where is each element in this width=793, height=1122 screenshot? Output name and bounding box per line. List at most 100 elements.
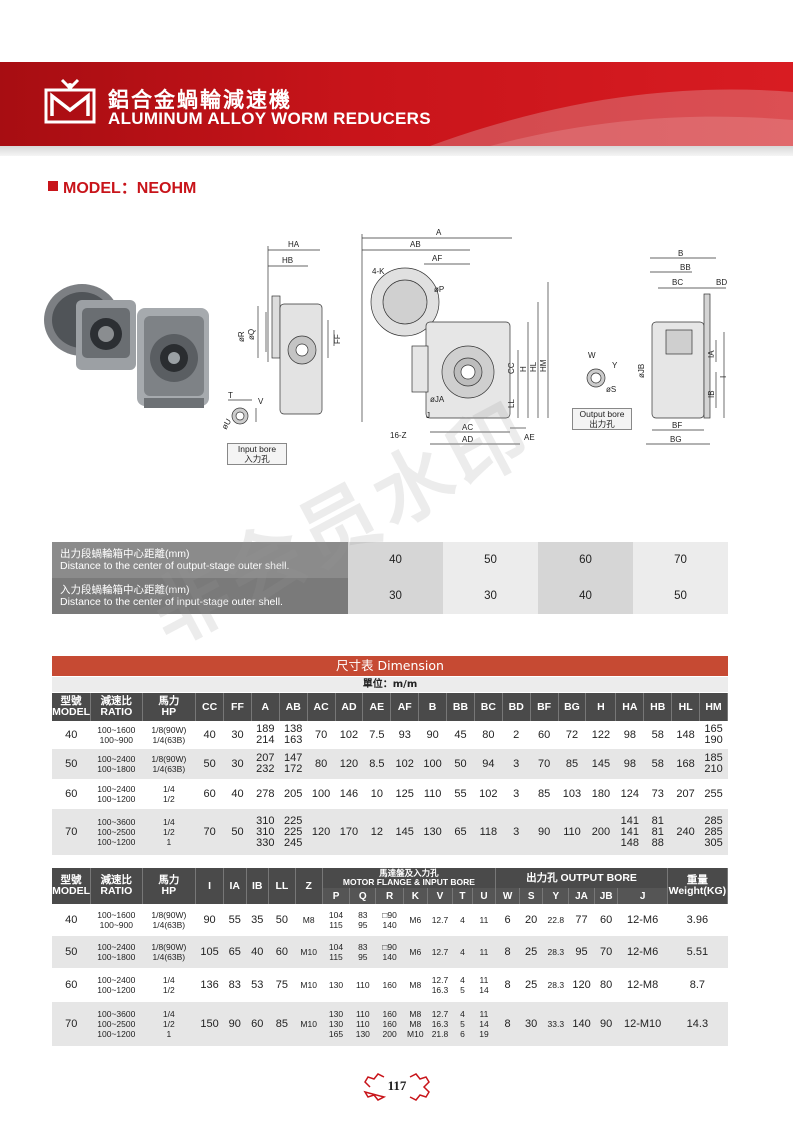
svg-text:B: B bbox=[678, 249, 683, 258]
cell: 8 bbox=[495, 968, 520, 1002]
cell: 146 bbox=[335, 779, 363, 809]
cell: 28.3 bbox=[542, 936, 569, 968]
svg-text:HM: HM bbox=[539, 359, 548, 372]
cell-weight: 3.96 bbox=[667, 904, 728, 936]
cell-model: 60 bbox=[52, 968, 91, 1002]
cell: 136 bbox=[195, 968, 224, 1002]
svg-text:4-K: 4-K bbox=[372, 267, 385, 276]
cell: 30 bbox=[519, 1002, 543, 1046]
col-header: AE bbox=[362, 693, 392, 721]
cell: 94 bbox=[474, 749, 503, 779]
cell: 50 bbox=[195, 749, 224, 779]
cell: 98 bbox=[615, 749, 644, 779]
cell: 110 bbox=[418, 779, 447, 809]
svg-text:IA: IA bbox=[707, 350, 716, 358]
cell-model: 70 bbox=[52, 809, 91, 855]
svg-text:AE: AE bbox=[524, 433, 535, 442]
cell: 45 bbox=[446, 721, 475, 749]
cell: 50 bbox=[223, 809, 252, 855]
svg-text:øR: øR bbox=[237, 331, 246, 342]
col-header: J bbox=[617, 888, 668, 904]
cell: 8 bbox=[495, 1002, 520, 1046]
cell: 145 bbox=[585, 749, 616, 779]
col-header: JB bbox=[594, 888, 619, 904]
cell: 102 bbox=[335, 721, 363, 749]
svg-text:HB: HB bbox=[282, 256, 293, 265]
bullet-square-icon bbox=[48, 181, 58, 191]
cell: 90 bbox=[594, 1002, 618, 1046]
col-header: HA bbox=[615, 693, 645, 721]
svg-text:AC: AC bbox=[462, 423, 473, 432]
cell: 80 bbox=[594, 968, 618, 1002]
col-header: Q bbox=[349, 888, 377, 904]
col-header: IB bbox=[246, 868, 269, 904]
col-header: IA bbox=[223, 868, 247, 904]
cell: 90 bbox=[195, 904, 224, 936]
product-photo bbox=[44, 284, 209, 408]
cell: 4 bbox=[452, 936, 473, 968]
distance-cell: 50 bbox=[443, 542, 538, 578]
svg-text:BD: BD bbox=[716, 278, 727, 287]
cell: 58 bbox=[643, 749, 672, 779]
cell: 53 bbox=[246, 968, 269, 1002]
cell: 40 bbox=[223, 779, 252, 809]
cell: M10 bbox=[295, 1002, 323, 1046]
distance-row-label: 入力段蝸輪箱中心距離(mm) Distance to the center of… bbox=[52, 578, 348, 614]
model-heading: MODEL：NEOHM bbox=[48, 174, 196, 198]
col-header: W bbox=[495, 888, 520, 904]
output-bore-label-zh: 出力孔 bbox=[589, 419, 615, 429]
input-bore-label-en: Input bore bbox=[237, 444, 277, 454]
cell: 100 bbox=[307, 779, 336, 809]
input-bore-caption: Input bore 入力孔 bbox=[227, 443, 287, 465]
cell: 25 bbox=[519, 936, 543, 968]
svg-text:AF: AF bbox=[432, 254, 442, 263]
cell-model: 50 bbox=[52, 936, 91, 968]
cell: 110 bbox=[349, 968, 376, 1002]
svg-text:T: T bbox=[228, 391, 233, 400]
cell-hp: 1/8(90W)1/4(63B) bbox=[142, 936, 196, 968]
label-en: Distance to the center of input-stage ou… bbox=[60, 596, 283, 608]
cell-weight: 8.7 bbox=[667, 968, 728, 1002]
cell: 8.5 bbox=[362, 749, 391, 779]
col-header: H bbox=[585, 693, 617, 721]
header-banner bbox=[0, 62, 793, 146]
header-wave-decoration bbox=[430, 89, 793, 146]
cell-weight: 5.51 bbox=[667, 936, 728, 968]
cell: 148 bbox=[671, 721, 700, 749]
cell: 65 bbox=[446, 809, 475, 855]
col-header: U bbox=[472, 888, 497, 904]
col-header: HM bbox=[699, 693, 728, 721]
cell: 33.3 bbox=[542, 1002, 569, 1046]
distance-table: 出力段蝸輪箱中心距離(mm) Distance to the center of… bbox=[52, 542, 728, 614]
col-header: R bbox=[375, 888, 405, 904]
cell: 90 bbox=[530, 809, 559, 855]
cell: 50 bbox=[446, 749, 475, 779]
cell: 70 bbox=[594, 936, 618, 968]
cell: 60 bbox=[195, 779, 224, 809]
distance-cell: 60 bbox=[538, 542, 633, 578]
cell: 12-M10 bbox=[617, 1002, 668, 1046]
svg-text:øP: øP bbox=[434, 285, 444, 294]
page-number-badge: 117 bbox=[362, 1072, 432, 1102]
cell: 12-M6 bbox=[617, 936, 668, 968]
